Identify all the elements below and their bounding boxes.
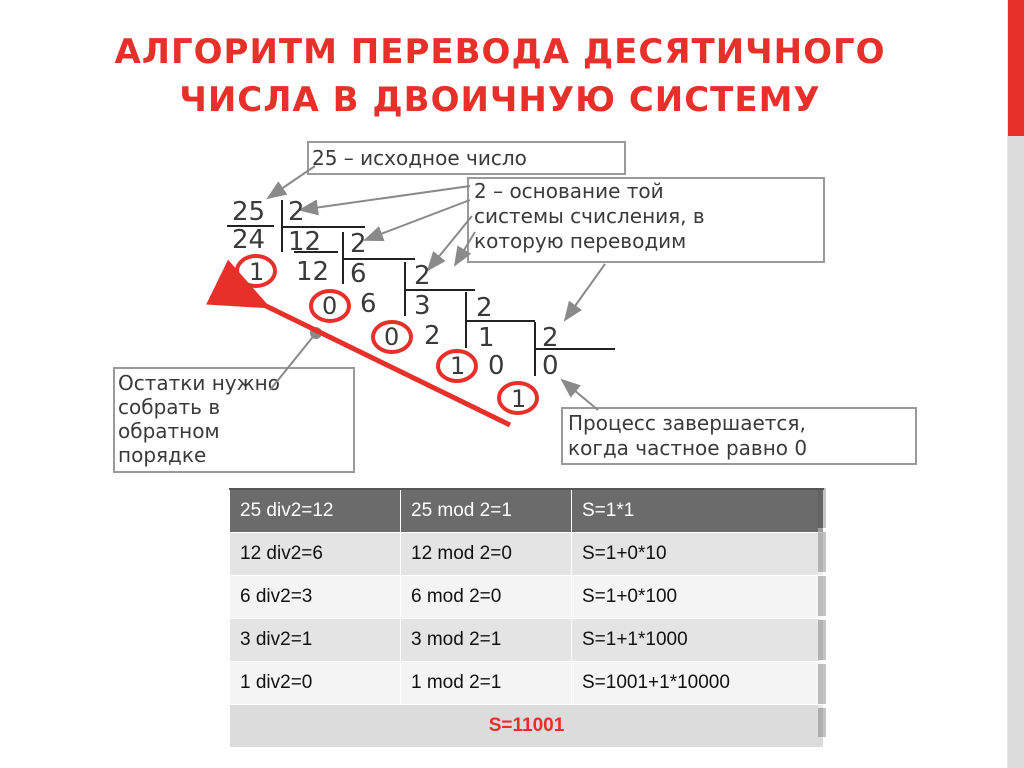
callout-reverse-line-4: порядке xyxy=(118,443,206,467)
callout-end-line-1: Процесс завершается, xyxy=(568,411,806,435)
table-row: 12 div2=6 12 mod 2=0 S=1+0*10 xyxy=(229,532,824,576)
subtrahend-12: 12 xyxy=(296,257,329,287)
title-line-2: ЧИСЛА В ДВОИЧНУЮ СИСТЕМУ xyxy=(179,80,821,120)
callout-source-text: 25 – исходное число xyxy=(312,146,527,170)
division-numbers: 25 2 24 12 2 12 6 2 6 3 2 2 1 2 0 0 xyxy=(232,197,559,381)
remainders: 1 0 0 1 1 xyxy=(235,254,539,415)
table-edge-shadow xyxy=(818,488,826,737)
result-cell: S=11001 xyxy=(229,704,824,748)
callout-reverse-line-1: Остатки нужно xyxy=(118,371,280,395)
table-cell: 1 mod 2=1 xyxy=(400,661,572,705)
conversion-table: 25 div2=12 25 mod 2=1 S=1*1 12 div2=6 12… xyxy=(229,488,824,748)
table-cell: S=1+1*1000 xyxy=(571,618,824,662)
table-cell: 3 mod 2=1 xyxy=(400,618,572,662)
subtrahend-0: 0 xyxy=(488,351,505,381)
table-cell: 25 div2=12 xyxy=(229,488,401,533)
table-row: 1 div2=0 1 mod 2=1 S=1001+1*10000 xyxy=(229,661,824,705)
callout-base-line-1: 2 – основание той xyxy=(474,179,664,203)
quotient-6: 6 xyxy=(350,259,367,289)
table-cell: 1 div2=0 xyxy=(229,661,401,705)
table-cell: 3 div2=1 xyxy=(229,618,401,662)
divisor-3: 2 xyxy=(414,261,431,291)
table-result-row: S=11001 xyxy=(229,704,824,748)
callout-base-line-2: системы счисления, в xyxy=(474,204,705,228)
title-line-1: АЛГОРИТМ ПЕРЕВОДА ДЕСЯТИЧНОГО xyxy=(114,32,886,72)
right-gray-bar xyxy=(1008,136,1024,768)
subtrahend-24: 24 xyxy=(232,225,265,255)
reverse-order-arrow xyxy=(206,259,512,428)
division-diagram: 25 – исходное число 2 – основание той си… xyxy=(110,140,920,475)
table-cell: 6 div2=3 xyxy=(229,575,401,619)
table-cell: S=1*1 xyxy=(571,488,824,533)
division-lines xyxy=(227,200,615,376)
quotient-0: 0 xyxy=(542,351,559,381)
table-cell: 6 mod 2=0 xyxy=(400,575,572,619)
right-decor-bar xyxy=(1007,0,1024,768)
remainder-3: 0 xyxy=(384,323,399,351)
table-cell: S=1+0*100 xyxy=(571,575,824,619)
callout-end-line-2: когда частное равно 0 xyxy=(568,436,807,460)
remainder-2: 0 xyxy=(322,292,337,320)
table-cell: S=1+0*10 xyxy=(571,532,824,576)
right-accent-bar xyxy=(1008,0,1024,136)
callout-base: 2 – основание той системы счисления, в к… xyxy=(467,177,825,263)
divisor-5: 2 xyxy=(542,323,559,353)
slide-title: АЛГОРИТМ ПЕРЕВОДА ДЕСЯТИЧНОГО ЧИСЛА В ДВ… xyxy=(40,28,960,124)
table-row: 6 div2=3 6 mod 2=0 S=1+0*100 xyxy=(229,575,824,619)
quotient-12: 12 xyxy=(288,227,321,257)
divisor-2: 2 xyxy=(350,229,367,259)
callout-source-number: 25 – исходное число xyxy=(307,141,626,175)
quotient-3: 3 xyxy=(414,291,431,321)
table-cell: 12 div2=6 xyxy=(229,532,401,576)
divisor-4: 2 xyxy=(476,293,493,323)
callout-reverse-line-3: обратном xyxy=(118,419,220,443)
remainder-4: 1 xyxy=(450,352,465,380)
callout-base-line-3: которую переводим xyxy=(474,229,686,253)
quotient-1: 1 xyxy=(478,323,495,353)
dividend-25: 25 xyxy=(232,197,265,227)
subtrahend-2: 2 xyxy=(424,321,441,351)
remainder-5: 1 xyxy=(511,385,526,413)
callout-process-end: Процесс завершается, когда частное равно… xyxy=(561,407,917,465)
divisor-1: 2 xyxy=(288,197,305,227)
table-cell: S=1001+1*10000 xyxy=(571,661,824,705)
table-row: 3 div2=1 3 mod 2=1 S=1+1*1000 xyxy=(229,618,824,662)
callout-reverse-order: Остатки нужно собрать в обратном порядке xyxy=(113,367,355,473)
table-cell: 12 mod 2=0 xyxy=(400,532,572,576)
table-cell: 25 mod 2=1 xyxy=(400,488,572,533)
table-row: 25 div2=12 25 mod 2=1 S=1*1 xyxy=(229,488,824,533)
subtrahend-6: 6 xyxy=(360,289,377,319)
callout-reverse-line-2: собрать в xyxy=(118,395,220,419)
remainder-1: 1 xyxy=(249,258,264,286)
